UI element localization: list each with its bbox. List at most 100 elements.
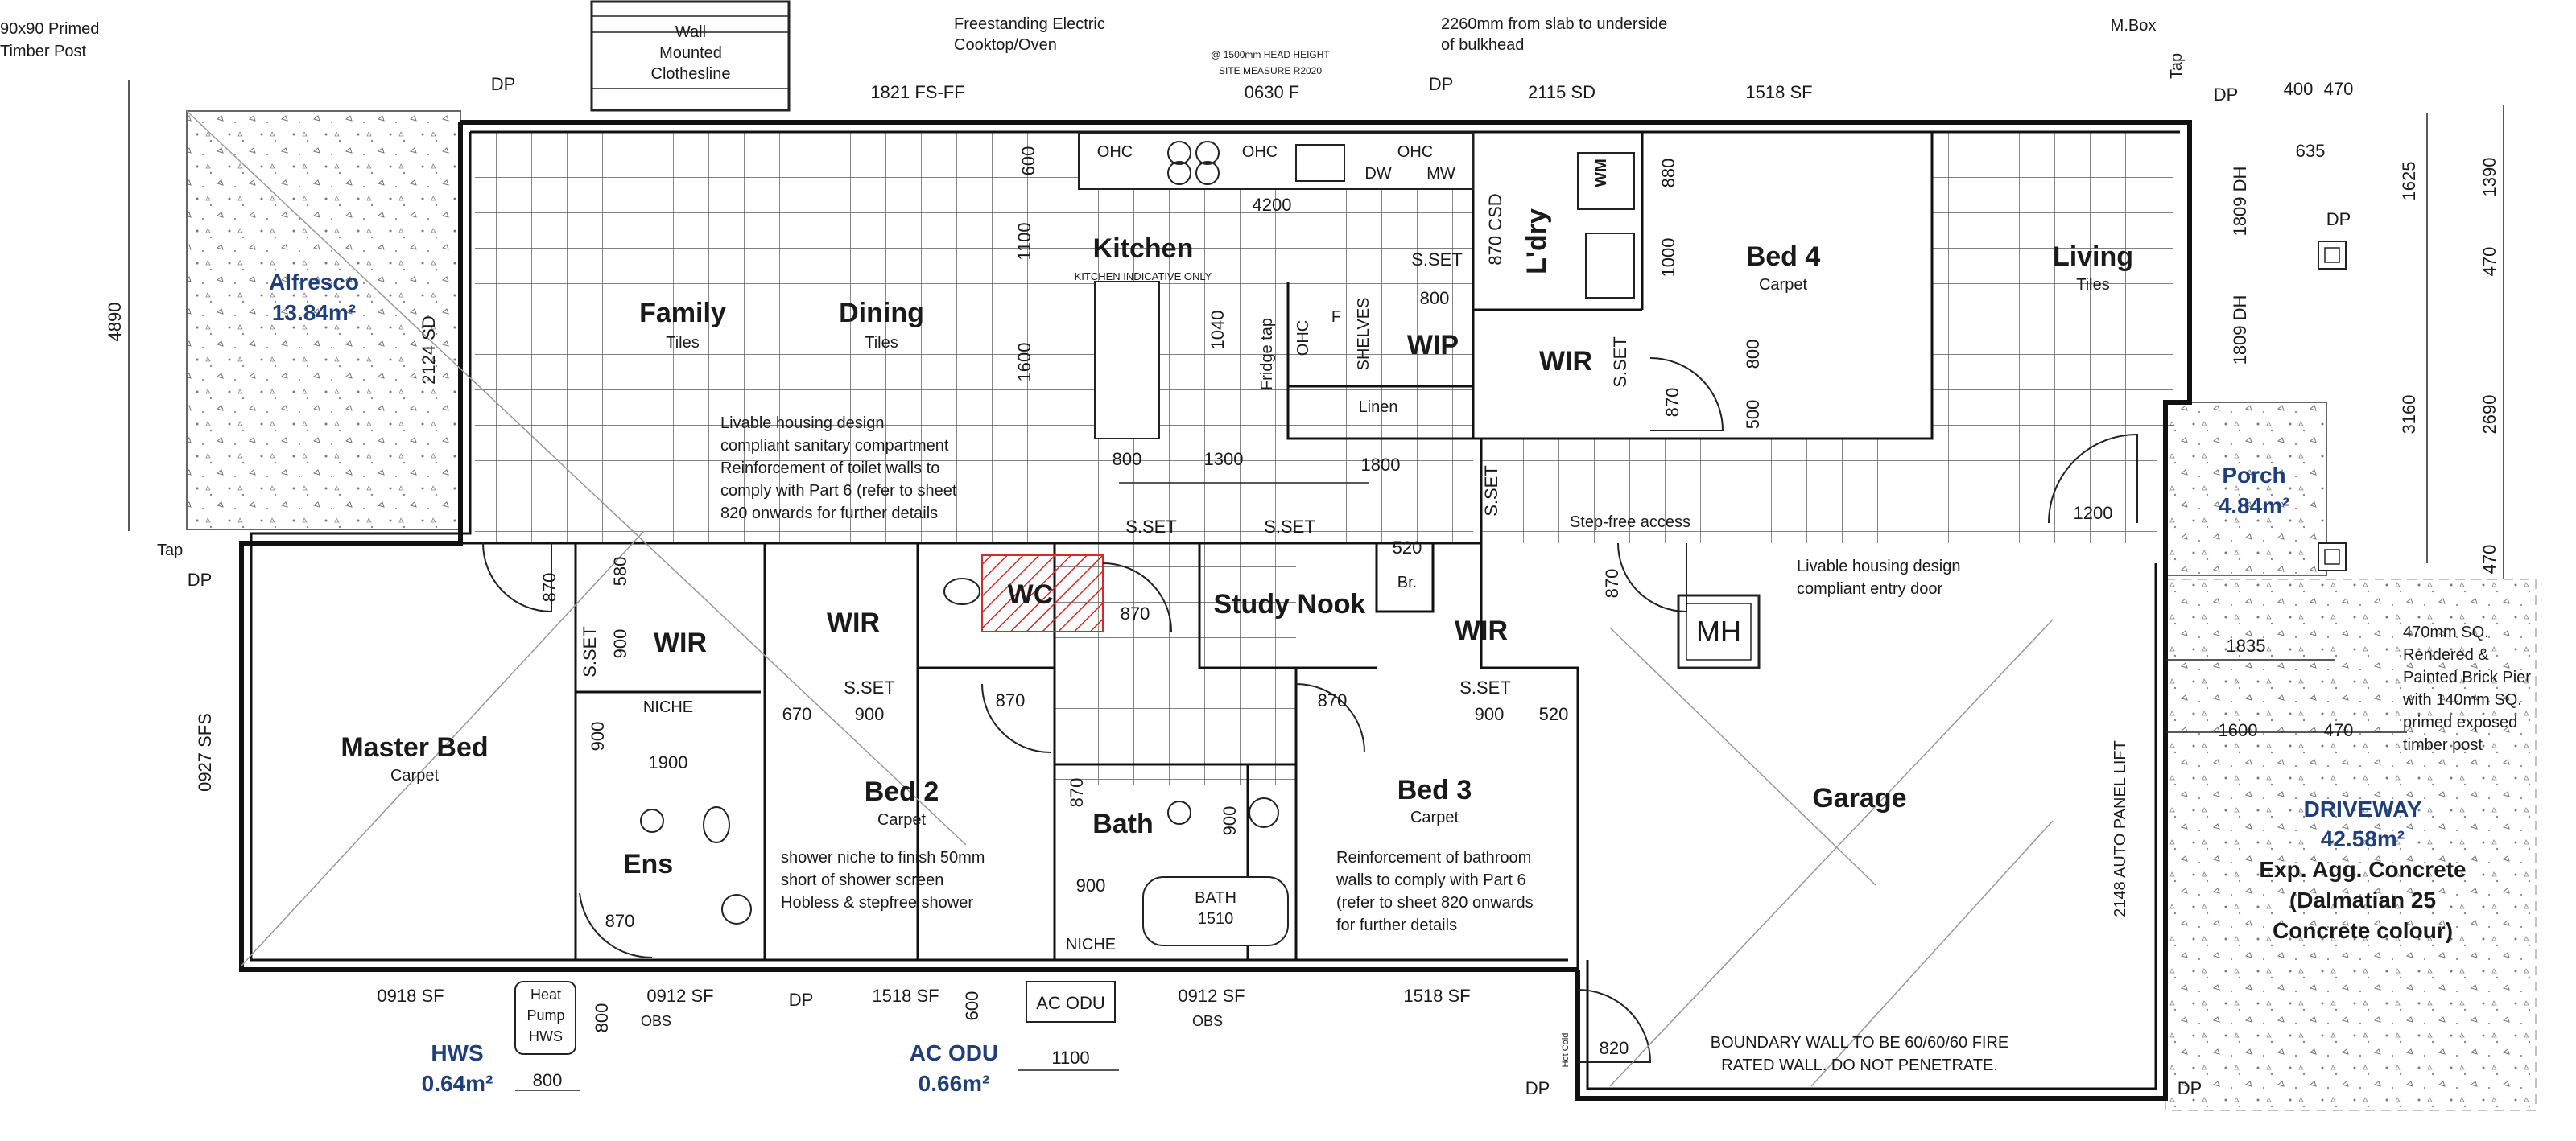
brick-pier-inner — [2324, 549, 2340, 565]
dim-470-d: 470 — [2324, 720, 2354, 740]
mw-label: MW — [1426, 165, 1455, 183]
dim-1809-a: 1809 DH — [2230, 167, 2250, 237]
dim-800-b: 800 — [1743, 340, 1763, 369]
dim-bottom-4: 0912 SF — [1178, 986, 1245, 1006]
driveway-slab — [2165, 579, 2537, 1111]
bath-reinf-note-3: (refer to sheet 820 onwards — [1336, 894, 1534, 912]
brick-pier-inner — [2324, 247, 2340, 263]
dim-bottom-1: 0918 SF — [377, 986, 444, 1006]
tiled-hall — [1481, 439, 2157, 543]
laundry-label: L'dry — [1521, 208, 1552, 274]
bath-label: Bath — [1092, 809, 1154, 839]
toilet-icon — [943, 578, 980, 605]
dim-870-a: 870 — [539, 573, 559, 603]
ohc-fridge-label: OHC — [1294, 320, 1312, 356]
head-height-note-1: @ 1500mm HEAD HEIGHT — [1211, 49, 1330, 60]
fridge-label: F — [1331, 308, 1341, 326]
hot-cold-label: Hot Cold — [1561, 1033, 1571, 1068]
dim-1000: 1000 — [1658, 238, 1678, 278]
toilet-icon — [703, 806, 730, 843]
dim-1835: 1835 — [2227, 636, 2266, 656]
dim-top-3: 2115 SD — [1528, 82, 1596, 102]
dim-1300: 1300 — [1204, 449, 1244, 469]
pier-note-3: Painted Brick Pier — [2403, 669, 2531, 686]
laundry-tub-icon — [1585, 233, 1635, 299]
cooktop-icon — [1195, 161, 1220, 185]
living-finish: Tiles — [2076, 276, 2109, 294]
manhole-box — [1677, 594, 1761, 669]
heat-pump-label-2: Pump — [526, 1007, 564, 1024]
driveway-line2: (Dalmatian 25 — [2289, 888, 2436, 912]
broom-label: Br. — [1397, 574, 1417, 591]
dim-1100-b: 1100 — [1051, 1048, 1089, 1068]
dim-820: 820 — [1600, 1038, 1629, 1058]
ohc-label-3: OHC — [1397, 143, 1433, 161]
porch-slab — [2165, 402, 2327, 576]
tiled-area — [475, 133, 1473, 543]
sanitary-note-2: compliant sanitary compartment — [720, 437, 949, 455]
niche2-label: NICHE — [1066, 936, 1116, 954]
sink-icon — [1295, 144, 1345, 182]
entry-door-note-2: compliant entry door — [1797, 580, 1943, 598]
linen-label: Linen — [1359, 398, 1398, 416]
manhole-label: MH — [1696, 615, 1741, 648]
dp-garage-right: DP — [2178, 1078, 2202, 1098]
heat-pump-label-1: Heat — [530, 987, 561, 1003]
dim-1900: 1900 — [649, 752, 688, 772]
dim-2124: 2124 SD — [419, 315, 439, 385]
brick-pier — [2318, 542, 2347, 571]
bed3-label: Bed 3 — [1397, 775, 1472, 805]
driveway-area: 42.58m² — [2321, 826, 2405, 851]
ac-odu-box-label: AC ODU — [1036, 993, 1105, 1013]
dim-580: 580 — [610, 557, 630, 587]
sset-bed2: S.SET — [844, 678, 895, 698]
clothesline-note-2: Mounted — [659, 44, 722, 62]
bed2-label: Bed 2 — [865, 776, 939, 807]
porch-label: Porch — [2222, 463, 2285, 488]
clothesline-note-3: Clothesline — [651, 65, 731, 83]
garage-label: Garage — [1812, 783, 1906, 814]
tiled-living — [1932, 133, 2174, 439]
dim-900-e: 900 — [1220, 806, 1240, 836]
driveway-line1: Exp. Agg. Concrete — [2259, 857, 2466, 882]
dim-900-b: 900 — [855, 704, 885, 724]
alfresco-label: Alfresco — [269, 270, 359, 295]
shelves-label: SHELVES — [1355, 298, 1373, 371]
dim-top-4: 1518 SF — [1745, 82, 1812, 102]
porch-area: 4.84m² — [2219, 493, 2290, 518]
dp-top-1: DP — [491, 74, 516, 94]
wc-label: WC — [1008, 579, 1054, 610]
bed2-finish: Carpet — [877, 811, 926, 829]
sset-kitchen: S.SET — [1411, 249, 1463, 270]
clothesline-note-1: Wall — [675, 23, 706, 41]
heat-pump-label-3: HWS — [529, 1028, 563, 1044]
sset-bed4-wir: S.SET — [1610, 336, 1630, 388]
driveway-line3: Concrete colour) — [2273, 918, 2453, 943]
dw-label: DW — [1364, 165, 1391, 183]
dim-1625: 1625 — [2399, 162, 2419, 201]
shower-note-3: Hobless & stepfree shower — [781, 894, 973, 912]
kitchen-label: Kitchen — [1093, 233, 1194, 264]
dim-800-c: 800 — [533, 1070, 563, 1090]
bathtub-label-2: 1510 — [1198, 910, 1234, 928]
dim-900-d: 900 — [588, 722, 608, 752]
external-walls — [239, 120, 2192, 1101]
dim-800-a: 800 — [1113, 449, 1142, 469]
dp-right: DP — [2326, 209, 2351, 229]
dim-bottom-5: 1518 SF — [1403, 986, 1470, 1006]
dim-800-hws: 800 — [592, 1003, 612, 1033]
door-swings — [482, 357, 2138, 1063]
dp-bottom: DP — [789, 990, 814, 1010]
dim-1390: 1390 — [2479, 158, 2500, 197]
bed4-finish: Carpet — [1759, 276, 1807, 294]
dim-880: 880 — [1658, 159, 1678, 188]
obs-label-2: OBS — [1192, 1013, 1223, 1029]
dim-900-a: 900 — [610, 629, 630, 659]
bed3-finish: Carpet — [1410, 809, 1459, 826]
step-free-note: Step-free access — [1570, 513, 1690, 531]
dim-470-a: 470 — [2324, 79, 2354, 99]
driveway-label: DRIVEWAY — [2304, 797, 2422, 822]
ensuite-label: Ens — [623, 849, 673, 879]
wc-hatch — [981, 554, 1104, 632]
dim-870-c: 870 — [996, 690, 1026, 711]
